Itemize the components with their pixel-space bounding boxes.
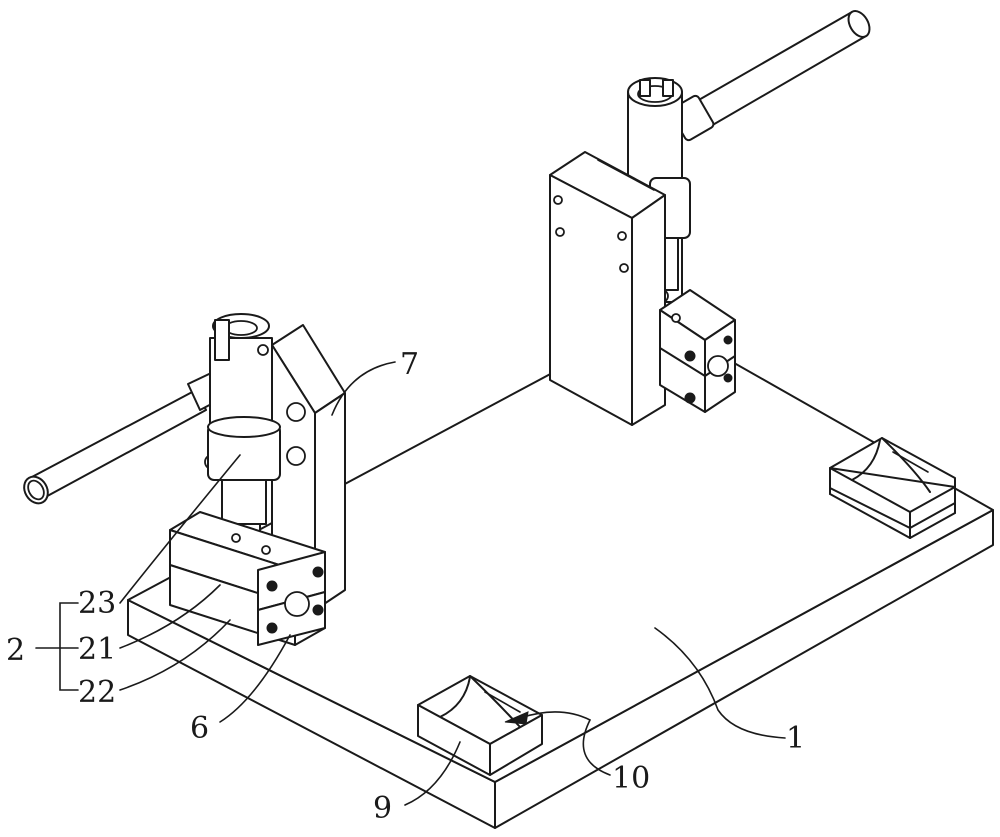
front-v-block xyxy=(417,675,543,776)
label-2: 2 xyxy=(6,633,25,668)
label-7: 7 xyxy=(400,347,419,382)
callout-labels: 1 2 23 21 22 6 7 9 10 xyxy=(6,347,805,826)
leader-22 xyxy=(119,619,231,691)
leader-lines xyxy=(35,361,786,806)
leader-10 xyxy=(519,711,611,776)
leader-1 xyxy=(654,627,786,739)
bracket-2 xyxy=(59,602,79,691)
left-column xyxy=(207,313,281,547)
leader-9 xyxy=(404,741,461,806)
base-plate xyxy=(127,317,994,829)
label-23: 23 xyxy=(78,586,116,621)
right-back-plate xyxy=(549,151,666,426)
right-handle-bar xyxy=(669,10,871,142)
label-9: 9 xyxy=(373,791,392,826)
label-22: 22 xyxy=(78,675,116,710)
right-clamp-block xyxy=(659,289,736,413)
leader-7 xyxy=(331,361,396,416)
left-clamp-block xyxy=(169,511,326,646)
right-v-block xyxy=(829,437,956,539)
label-21: 21 xyxy=(78,632,116,667)
label-6: 6 xyxy=(190,711,209,746)
label-1: 1 xyxy=(786,721,805,756)
leader-10-arrowhead xyxy=(504,711,529,725)
label-10: 10 xyxy=(612,761,650,796)
left-handle-bar xyxy=(23,364,239,505)
left-clamp-assembly xyxy=(23,313,346,646)
leader-6 xyxy=(219,634,291,723)
leader-23 xyxy=(119,454,241,604)
right-clamp-assembly xyxy=(549,10,871,426)
leader-21 xyxy=(119,584,221,649)
